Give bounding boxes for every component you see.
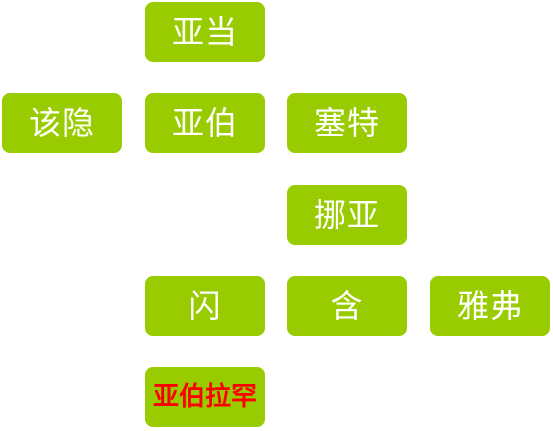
node-abel: 亚伯 [145, 93, 265, 153]
node-japheth-label: 雅弗 [456, 287, 523, 325]
node-cain: 该隐 [2, 93, 122, 153]
node-adam: 亚当 [145, 2, 265, 62]
node-cain-label: 该隐 [28, 104, 95, 142]
node-ham-label: 含 [330, 287, 364, 325]
node-shem-label: 闪 [188, 287, 222, 325]
node-seth: 塞特 [287, 93, 407, 153]
node-seth-label: 塞特 [313, 104, 380, 142]
node-abraham: 亚伯拉罕 [145, 367, 265, 427]
node-japheth: 雅弗 [430, 276, 550, 336]
node-ham: 含 [287, 276, 407, 336]
node-noah: 挪亚 [287, 185, 407, 245]
node-abraham-label: 亚伯拉罕 [152, 382, 257, 412]
node-abel-label: 亚伯 [171, 104, 238, 142]
node-shem: 闪 [145, 276, 265, 336]
node-adam-label: 亚当 [171, 13, 238, 51]
node-noah-label: 挪亚 [313, 196, 380, 234]
